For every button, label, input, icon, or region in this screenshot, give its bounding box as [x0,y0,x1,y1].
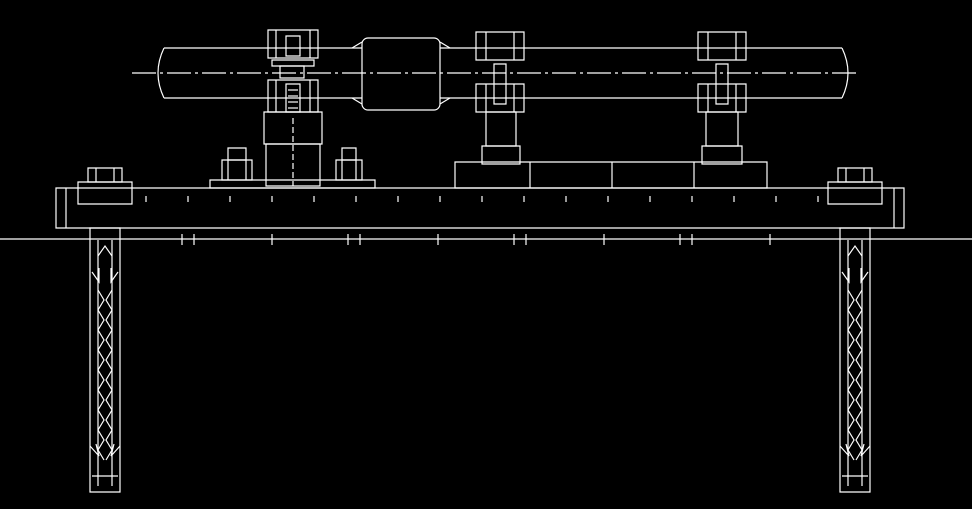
base-plate-right [455,162,767,188]
anchor-bolt-right [840,228,870,492]
pipe-clamp-right [698,32,746,164]
bolt-small-left-b [336,148,362,180]
main-beam [56,168,904,228]
anchor-bolt-left [90,228,120,492]
beam-ticks [146,196,818,245]
pipe-clamp-left [264,30,322,186]
pipe [132,48,858,98]
pipe-coupling [352,38,450,110]
bolt-small-left-a [222,148,252,180]
pipe-clamp-middle [476,32,524,164]
